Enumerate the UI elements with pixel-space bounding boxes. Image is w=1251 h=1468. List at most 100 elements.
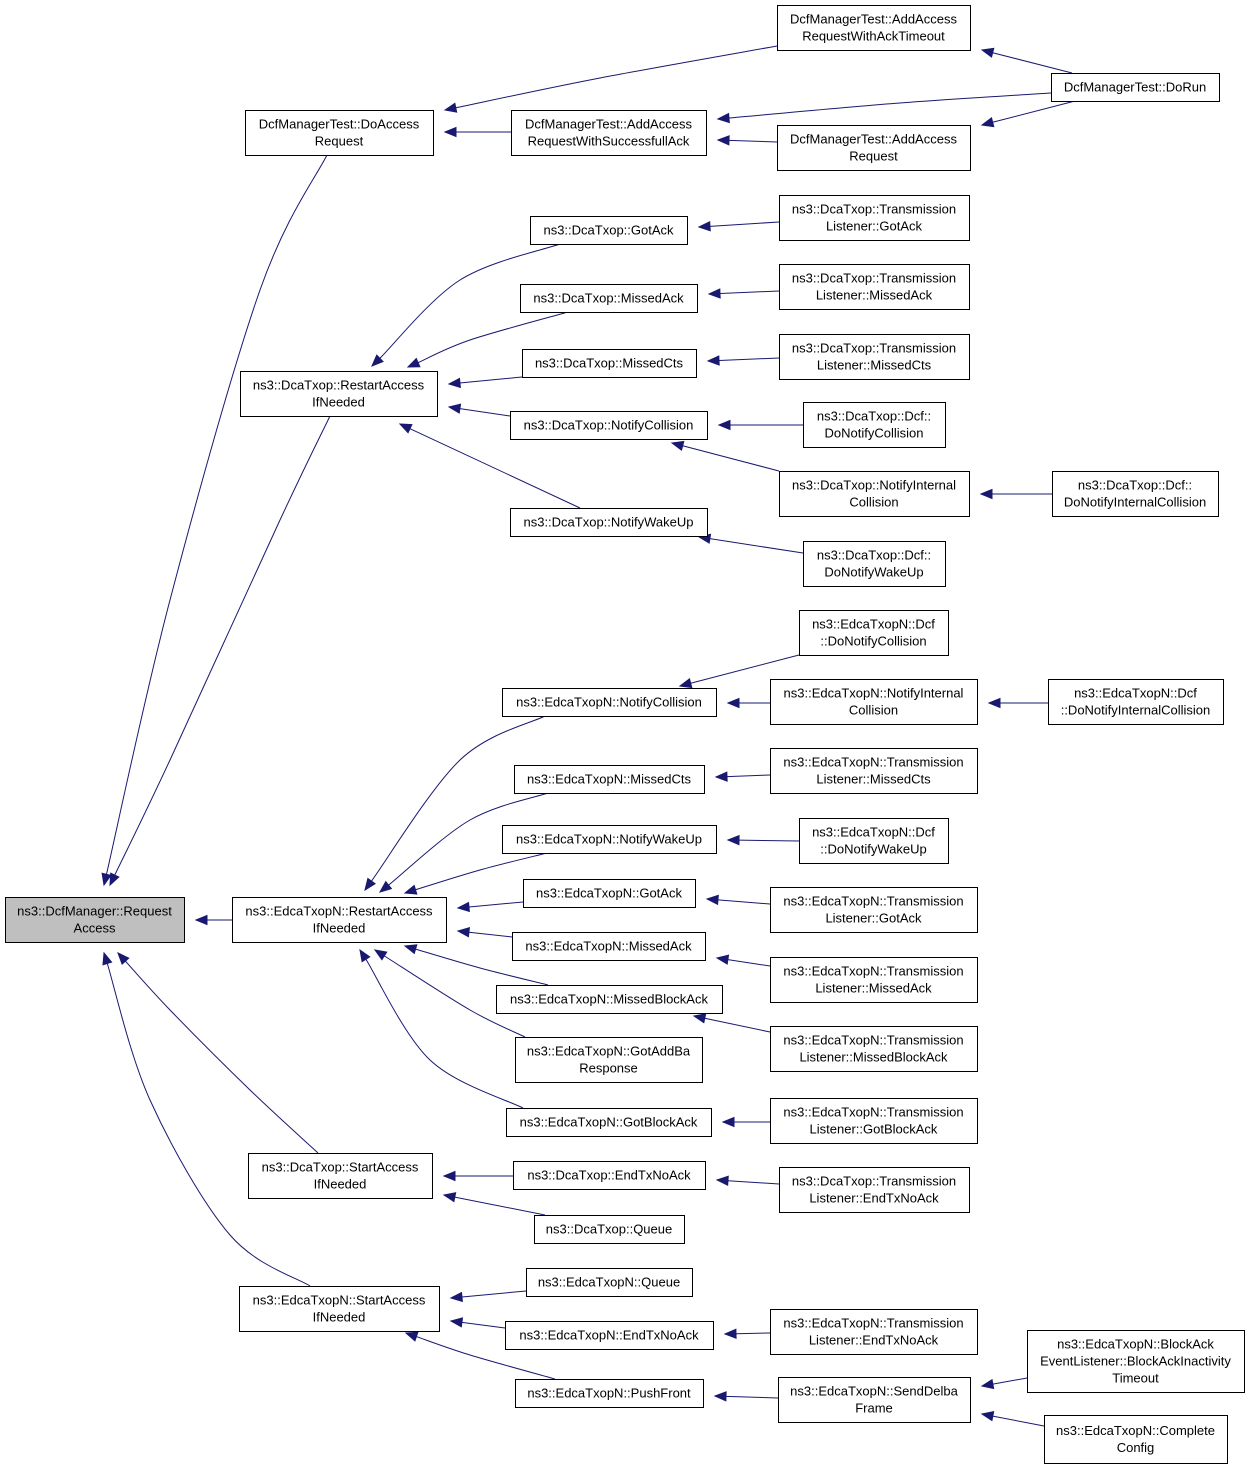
edge-addAccessReqSuccessfullAck-to-doAccessRequest <box>443 126 511 138</box>
node-edcaGotBlockAck[interactable]: ns3::EdcaTxopN::GotBlockAck <box>506 1108 712 1137</box>
node-dcaNotifyInternalCollision[interactable]: ns3::DcaTxop::NotifyInternalCollision <box>779 471 970 517</box>
node-edcaTlMissedCts[interactable]: ns3::EdcaTxopN::TransmissionListener::Mi… <box>770 748 978 794</box>
node-dcaTlMissedCts[interactable]: ns3::DcaTxop::TransmissionListener::Miss… <box>779 334 970 380</box>
node-label: DcfManagerTest::AddAccess <box>790 12 957 27</box>
node-edcaNotifyInternalCollision[interactable]: ns3::EdcaTxopN::NotifyInternalCollision <box>770 679 978 725</box>
node-box <box>496 985 723 1014</box>
edge-edcaStartAccess-to-root <box>102 951 311 1287</box>
node-dcaDcfDoNotifyInternalCollision[interactable]: ns3::DcaTxop::Dcf::DoNotifyInternalColli… <box>1052 471 1219 517</box>
node-edcaTlGotBlockAck[interactable]: ns3::EdcaTxopN::TransmissionListener::Go… <box>770 1098 978 1144</box>
node-label: ns3::DcaTxop::NotifyCollision <box>524 418 694 433</box>
edge-edcaMissedBlockAck-to-edcaRestartAccess <box>403 944 549 986</box>
node-label: ns3::EdcaTxopN::MissedCts <box>527 772 692 787</box>
node-edcaNotifyCollision[interactable]: ns3::EdcaTxopN::NotifyCollision <box>502 688 717 717</box>
node-box <box>799 610 949 656</box>
node-box <box>530 216 688 245</box>
node-box <box>770 679 978 725</box>
node-edcaMissedBlockAck[interactable]: ns3::EdcaTxopN::MissedBlockAck <box>496 985 723 1014</box>
arrowhead <box>447 377 461 389</box>
node-label: ns3::EdcaTxopN::GotAck <box>536 886 682 901</box>
edge-dcaTlEndTxNoAck-to-dcaEndTxNoAck <box>715 1175 780 1186</box>
node-edcaTlEndTxNoAck[interactable]: ns3::EdcaTxopN::TransmissionListener::En… <box>770 1309 978 1355</box>
node-addAccessReqSuccessfullAck[interactable]: DcfManagerTest::AddAccessRequestWithSucc… <box>511 110 707 156</box>
node-box <box>770 748 978 794</box>
node-addAccessReqAckTimeout[interactable]: DcfManagerTest::AddAccessRequestWithAckT… <box>777 5 971 51</box>
node-edcaQueue[interactable]: ns3::EdcaTxopN::Queue <box>526 1268 693 1297</box>
arrowhead <box>371 354 384 367</box>
node-edcaTlGotAck[interactable]: ns3::EdcaTxopN::TransmissionListener::Go… <box>770 887 978 933</box>
node-dcaEndTxNoAck[interactable]: ns3::DcaTxop::EndTxNoAck <box>513 1161 706 1190</box>
node-edcaBlockAckInactivityTimeout[interactable]: ns3::EdcaTxopN::BlockAckEventListener::B… <box>1027 1330 1245 1393</box>
edge-line <box>709 538 804 554</box>
arrowhead <box>447 403 462 414</box>
node-label: ns3::DcaTxop::Queue <box>546 1222 672 1237</box>
node-dcaDcfDoNotifyWakeUp[interactable]: ns3::DcaTxop::Dcf::DoNotifyWakeUp <box>803 541 946 587</box>
node-box <box>534 1215 685 1244</box>
node-box <box>799 818 949 864</box>
edge-line <box>717 899 771 905</box>
edge-dcaTlMissedCts-to-dcaMissedCts <box>706 355 780 366</box>
node-edcaDcfDoNotifyCollision[interactable]: ns3::EdcaTxopN::Dcf::DoNotifyCollision <box>799 610 949 656</box>
node-label: DoNotifyInternalCollision <box>1064 495 1206 510</box>
node-box <box>779 471 970 517</box>
arrowhead <box>713 1391 727 1402</box>
node-dcaNotifyWakeUp[interactable]: ns3::DcaTxop::NotifyWakeUp <box>510 508 708 537</box>
node-edcaTlMissedAck[interactable]: ns3::EdcaTxopN::TransmissionListener::Mi… <box>770 957 978 1003</box>
node-label: Listener::GotBlockAck <box>810 1122 938 1137</box>
edge-line <box>388 792 549 886</box>
node-label: ns3::DcaTxop::MissedCts <box>535 356 684 371</box>
node-doRun[interactable]: DcfManagerTest::DoRun <box>1051 73 1220 102</box>
node-dcaQueue[interactable]: ns3::DcaTxop::Queue <box>534 1215 685 1244</box>
node-dcaMissedAck[interactable]: ns3::DcaTxop::MissedAck <box>520 284 698 313</box>
node-label: IfNeeded <box>313 921 366 936</box>
node-box <box>779 195 970 241</box>
node-edcaDcfDoNotifyInternalCollision[interactable]: ns3::EdcaTxopN::Dcf::DoNotifyInternalCol… <box>1048 679 1224 725</box>
node-dcaNotifyCollision[interactable]: ns3::DcaTxop::NotifyCollision <box>510 411 708 440</box>
arrowhead <box>404 1331 419 1342</box>
edge-dcaDcfDoNotifyCollision-to-dcaNotifyCollision <box>717 419 803 431</box>
node-edcaTlMissedBlockAck[interactable]: ns3::EdcaTxopN::TransmissionListener::Mi… <box>770 1026 978 1072</box>
node-label: DcfManagerTest::DoRun <box>1064 80 1206 95</box>
arrowhead <box>443 126 457 138</box>
node-label: ns3::EdcaTxopN::Transmission <box>783 894 963 909</box>
node-edcaNotifyWakeUp[interactable]: ns3::EdcaTxopN::NotifyWakeUp <box>502 825 717 854</box>
node-dcaTlGotAck[interactable]: ns3::DcaTxop::TransmissionListener::GotA… <box>779 195 970 241</box>
edge-line <box>106 963 311 1287</box>
edge-line <box>461 1290 527 1298</box>
edge-dcaEndTxNoAck-to-dcaStartAccess <box>442 1170 513 1182</box>
edge-edcaDcfDoNotifyInternalCollision-to-edcaNotifyInternalCollision <box>987 697 1048 709</box>
node-edcaMissedAck[interactable]: ns3::EdcaTxopN::MissedAck <box>512 932 706 961</box>
node-label: IfNeeded <box>314 1177 367 1192</box>
node-box <box>515 1037 703 1083</box>
node-dcaGotAck[interactable]: ns3::DcaTxop::GotAck <box>530 216 688 245</box>
node-edcaDcfDoNotifyWakeUp[interactable]: ns3::EdcaTxopN::Dcf::DoNotifyWakeUp <box>799 818 949 864</box>
arrowhead <box>705 894 719 906</box>
edge-dcaNotifyCollision-to-dcaRestartAccess <box>447 403 511 417</box>
node-edcaPushFront[interactable]: ns3::EdcaTxopN::PushFront <box>515 1379 704 1408</box>
node-box <box>515 1379 704 1408</box>
node-dcaMissedCts[interactable]: ns3::DcaTxop::MissedCts <box>522 349 697 378</box>
node-dcaDcfDoNotifyCollision[interactable]: ns3::DcaTxop::Dcf::DoNotifyCollision <box>803 402 946 448</box>
node-box <box>770 957 978 1003</box>
edge-dcaTlGotAck-to-dcaGotAck <box>697 221 780 232</box>
node-box <box>232 897 447 943</box>
node-dcaTlEndTxNoAck[interactable]: ns3::DcaTxop::TransmissionListener::EndT… <box>779 1167 970 1213</box>
node-box <box>777 5 971 51</box>
node-label: EventListener::BlockAckInactivity <box>1040 1354 1231 1369</box>
node-edcaEndTxNoAck[interactable]: ns3::EdcaTxopN::EndTxNoAck <box>505 1321 714 1350</box>
node-edcaMissedCts[interactable]: ns3::EdcaTxopN::MissedCts <box>514 765 705 794</box>
node-edcaGotAck[interactable]: ns3::EdcaTxopN::GotAck <box>523 879 696 908</box>
node-dcaTlMissedAck[interactable]: ns3::DcaTxop::TransmissionListener::Miss… <box>779 264 970 310</box>
node-label: ns3::EdcaTxopN::NotifyCollision <box>516 695 702 710</box>
